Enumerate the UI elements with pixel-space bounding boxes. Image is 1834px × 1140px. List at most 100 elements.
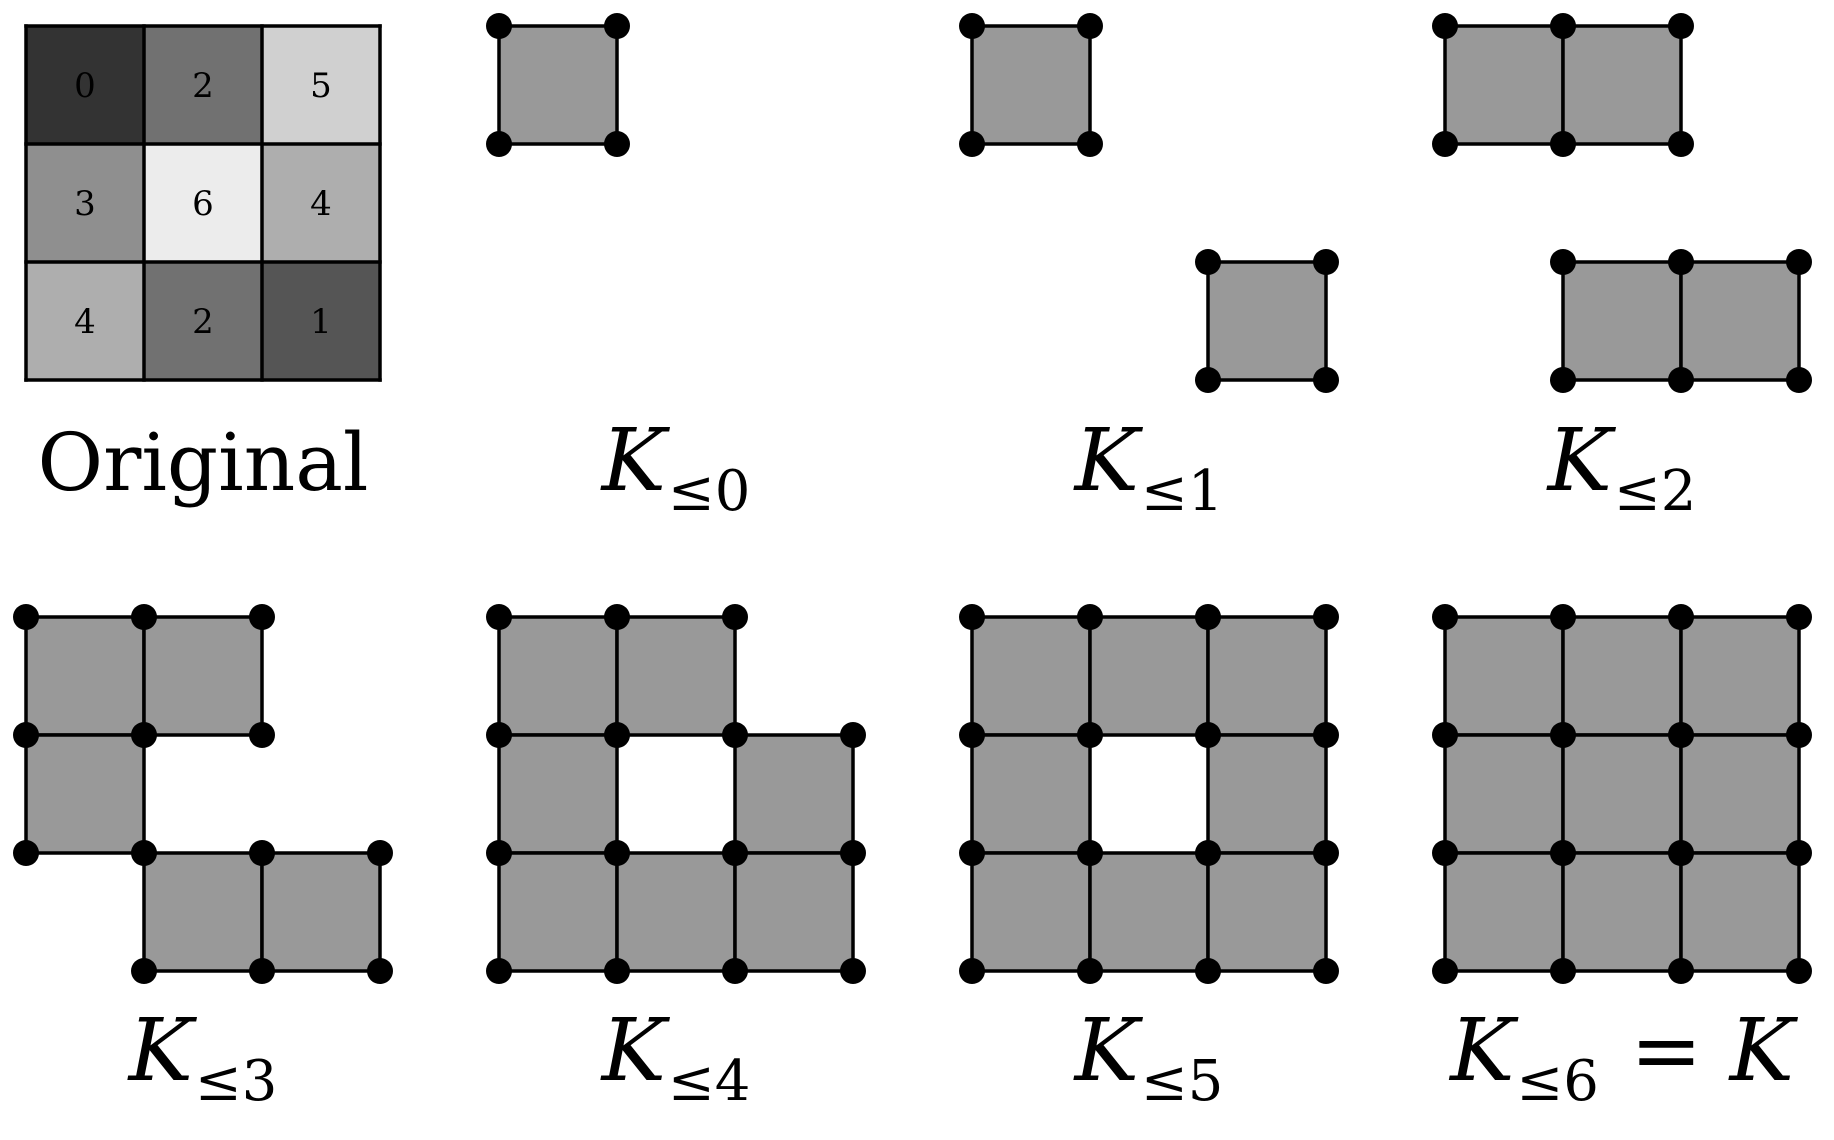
label-subscript: ≤4 (668, 1049, 751, 1114)
cubical-cell (1679, 615, 1801, 737)
pixel-value: 3 (74, 184, 96, 224)
vertex-dot (1668, 722, 1694, 748)
label-main: K (600, 411, 671, 511)
vertex-dot (249, 604, 275, 630)
pixel-value: 6 (192, 184, 214, 224)
cubical-cell (1088, 851, 1210, 973)
cubical-cell (970, 615, 1092, 737)
filtration-panel-6: K≤6 = K (1432, 604, 1812, 1114)
vertex-dot (1195, 367, 1221, 393)
vertex-dot (959, 13, 985, 39)
vertex-dot (1550, 13, 1576, 39)
vertex-dot (1195, 249, 1221, 275)
vertex-dot (959, 604, 985, 630)
filtration-panel-3: K≤3 (13, 604, 393, 1114)
cubical-cell (142, 851, 264, 973)
vertex-dot (1550, 249, 1576, 275)
vertex-dot (1550, 840, 1576, 866)
pixel-cell (26, 26, 144, 144)
vertex-dot (1432, 131, 1458, 157)
vertex-dot (249, 840, 275, 866)
pixel-value: 2 (192, 66, 214, 106)
vertex-dot (1668, 840, 1694, 866)
pixel-cell (26, 262, 144, 380)
pixel-value: 5 (310, 66, 332, 106)
vertex-dot (1668, 131, 1694, 157)
vertex-dot (1550, 958, 1576, 984)
pixel-value: 4 (310, 184, 332, 224)
cubical-cell (733, 733, 855, 855)
vertex-dot (1550, 604, 1576, 630)
vertex-dot (1313, 958, 1339, 984)
vertex-dot (13, 604, 39, 630)
vertex-dot (1077, 722, 1103, 748)
filtration-panel-4: K≤4 (486, 604, 866, 1114)
pixel-cell (262, 144, 380, 262)
cubical-cell (733, 851, 855, 973)
vertex-dot (1313, 722, 1339, 748)
cubical-cell (1561, 615, 1683, 737)
vertex-dot (1786, 249, 1812, 275)
vertex-dot (1195, 840, 1221, 866)
filtration-label: K≤4 (600, 1001, 751, 1114)
vertex-dot (1432, 722, 1458, 748)
pixel-cell (144, 144, 262, 262)
vertex-dot (604, 13, 630, 39)
vertex-dot (1786, 367, 1812, 393)
cubical-cell (497, 24, 619, 146)
vertex-dot (1668, 958, 1694, 984)
vertex-dot (1432, 13, 1458, 39)
vertex-dot (13, 722, 39, 748)
vertex-dot (1077, 604, 1103, 630)
filtration-label: K≤1 (1073, 411, 1224, 524)
cubical-cell (1443, 615, 1565, 737)
label-main: K (1073, 1001, 1144, 1101)
cubical-cell (24, 733, 146, 855)
cubical-cell (497, 733, 619, 855)
cubical-cell (1561, 24, 1683, 146)
cubical-cell (1679, 851, 1801, 973)
vertex-dot (722, 840, 748, 866)
vertex-dot (1077, 840, 1103, 866)
vertex-dot (1313, 604, 1339, 630)
cubical-cell (1206, 260, 1328, 382)
vertex-dot (722, 958, 748, 984)
vertex-dot (486, 722, 512, 748)
pixel-value: 4 (74, 302, 96, 342)
vertex-dot (1786, 840, 1812, 866)
vertex-dot (1432, 958, 1458, 984)
vertex-dot (1550, 367, 1576, 393)
vertex-dot (722, 722, 748, 748)
vertex-dot (1195, 958, 1221, 984)
pixel-cell (262, 262, 380, 380)
vertex-dot (1313, 249, 1339, 275)
vertex-dot (1195, 722, 1221, 748)
label-suffix: = K (1603, 1001, 1799, 1101)
vertex-dot (1668, 367, 1694, 393)
vertex-dot (840, 958, 866, 984)
label-main: K (1448, 1001, 1519, 1101)
label-main: K (1546, 411, 1617, 511)
vertex-dot (486, 840, 512, 866)
vertex-dot (367, 840, 393, 866)
vertex-dot (1195, 604, 1221, 630)
vertex-dot (131, 958, 157, 984)
vertex-dot (486, 13, 512, 39)
pixel-value: 1 (310, 302, 332, 342)
vertex-dot (1432, 604, 1458, 630)
vertex-dot (1432, 840, 1458, 866)
cubical-cell (1088, 615, 1210, 737)
filtration-label: K≤2 (1546, 411, 1697, 524)
vertex-dot (1786, 958, 1812, 984)
cubical-cell (260, 851, 382, 973)
cubical-cell (1206, 615, 1328, 737)
vertex-dot (1668, 249, 1694, 275)
pixel-cell (26, 144, 144, 262)
filtration-label: K≤3 (127, 1001, 278, 1114)
filtration-panel-2: K≤2 (1432, 13, 1812, 524)
vertex-dot (1077, 13, 1103, 39)
cubical-cell (497, 615, 619, 737)
cubical-cell (497, 851, 619, 973)
